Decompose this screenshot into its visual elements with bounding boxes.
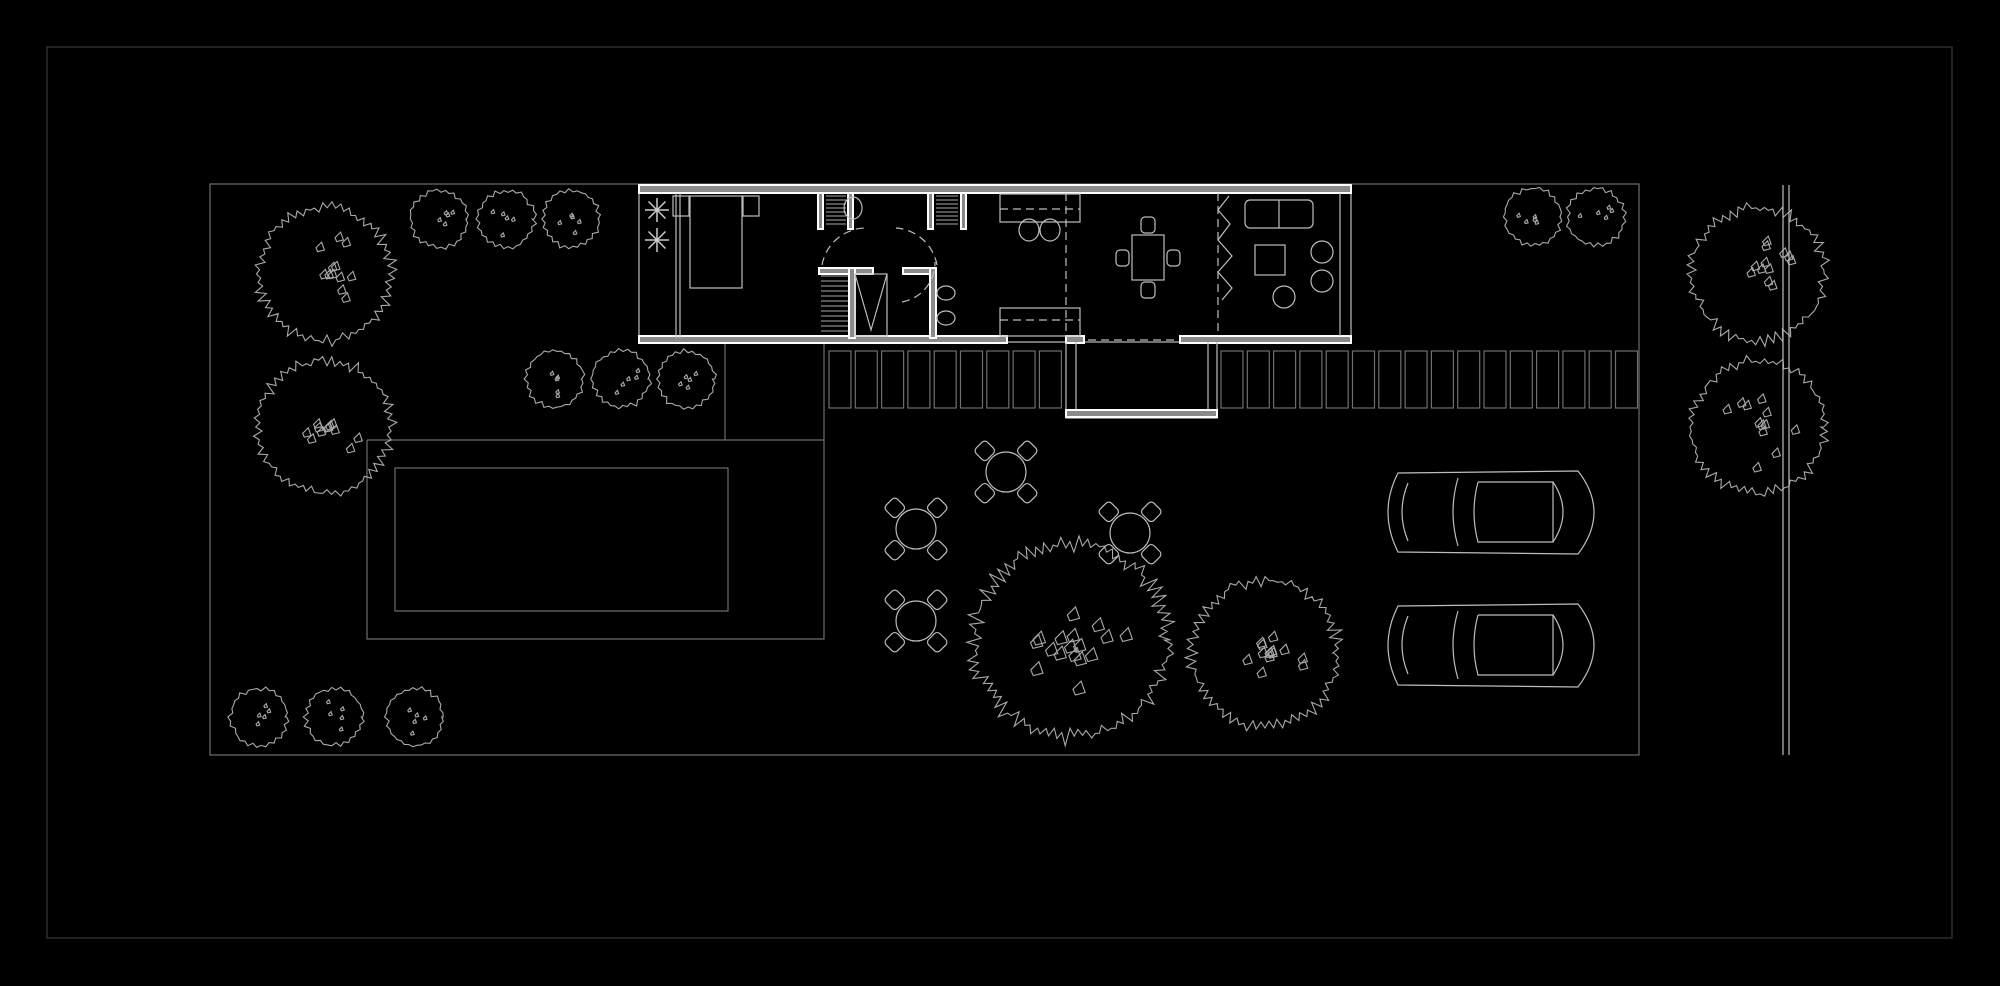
- paver: [1246, 350, 1270, 409]
- paver: [1299, 350, 1323, 409]
- paver: [828, 350, 852, 409]
- paver: [1430, 350, 1455, 409]
- tree-icon: [523, 349, 586, 409]
- paver: [1483, 350, 1507, 409]
- tree-icon: [964, 534, 1177, 748]
- trees: [227, 186, 1831, 748]
- tree-icon: [302, 686, 365, 747]
- table-with-chairs: [974, 440, 1038, 504]
- paver: [1509, 350, 1533, 409]
- planter-icon: [645, 198, 669, 252]
- paver: [933, 350, 957, 409]
- tree-icon: [1183, 575, 1344, 733]
- paver: [1562, 350, 1586, 409]
- swimming-pool: [394, 467, 729, 612]
- wall-bottom-right: [1179, 335, 1352, 344]
- paver: [1272, 350, 1297, 409]
- car-icon: [1387, 470, 1595, 555]
- tree-icon: [383, 685, 444, 748]
- parked-cars: [1387, 470, 1595, 688]
- paver: [854, 350, 878, 409]
- paver: [986, 350, 1010, 409]
- tree-icon: [1685, 201, 1831, 348]
- tree-icon: [1565, 186, 1628, 248]
- paver: [1220, 350, 1244, 409]
- tree-icon: [1502, 186, 1563, 247]
- tree-icon: [254, 200, 399, 348]
- house: [638, 184, 1352, 419]
- patio-tables: [884, 440, 1162, 653]
- street-line: [1782, 185, 1790, 755]
- table-with-chairs: [884, 497, 948, 561]
- table-with-chairs: [1098, 501, 1162, 565]
- paver: [1614, 350, 1639, 409]
- wall-bottom-left: [638, 335, 1008, 344]
- wall-bottom-mid: [1065, 335, 1085, 344]
- tree-icon: [655, 347, 718, 410]
- tree-icon: [475, 189, 538, 250]
- paver-strips: [828, 350, 1639, 409]
- tree-icon: [409, 188, 470, 251]
- paver: [1588, 350, 1612, 409]
- paver: [1325, 350, 1349, 409]
- tree-icon: [541, 187, 602, 250]
- table-with-chairs: [884, 589, 948, 653]
- paver: [1351, 350, 1376, 409]
- tree-icon: [252, 355, 399, 497]
- pool-area: [366, 342, 825, 640]
- car-icon: [1387, 603, 1595, 688]
- tree-icon: [227, 686, 290, 748]
- tree-icon: [590, 347, 653, 410]
- paver: [1038, 350, 1063, 409]
- wall-top: [638, 184, 1352, 194]
- paver: [1012, 350, 1036, 409]
- paver: [1378, 350, 1402, 409]
- paver: [1535, 350, 1560, 409]
- paver: [959, 350, 984, 409]
- tree-icon: [1688, 354, 1830, 497]
- paver: [1404, 350, 1428, 409]
- paver: [907, 350, 931, 409]
- drawing-frame: [46, 46, 1953, 939]
- paver: [1457, 350, 1481, 409]
- paver: [880, 350, 905, 409]
